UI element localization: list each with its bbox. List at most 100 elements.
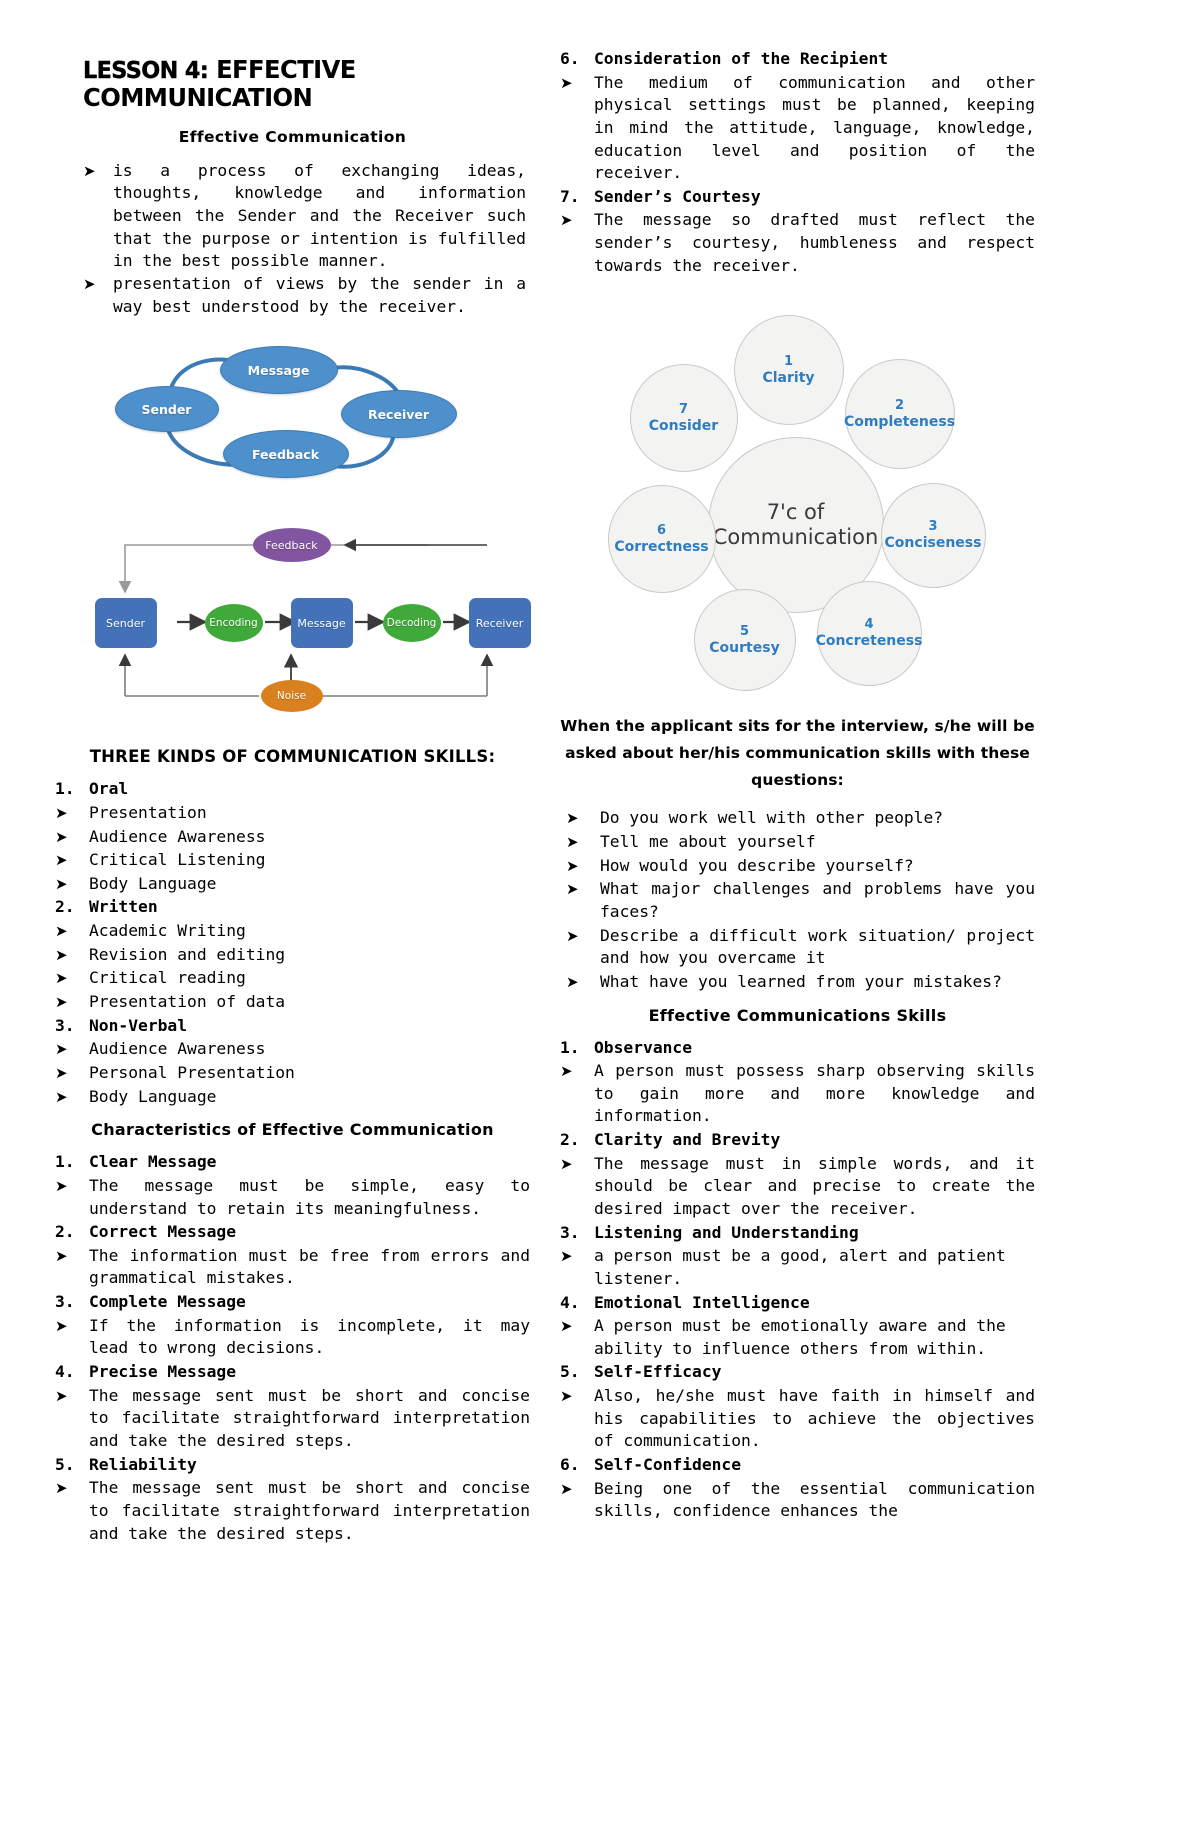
list-item-number: 2.Correct Message [55,1221,530,1244]
arrow-bullet-icon: ➤ [55,1040,68,1059]
left-column: LESSON 4: EFFECTIVE COMMUNICATION Effect… [55,48,531,1835]
arrow-bullet-icon: ➤ [55,827,68,846]
list-item: ➤The message so drafted must reflect the… [560,209,1035,277]
list-item-number: 3.Complete Message [55,1291,530,1314]
list-item-text: Tell me about yourself [600,832,816,852]
list-item: ➤ Critical Listening [55,849,530,872]
arrow-bullet-icon: ➤ [55,993,68,1012]
continued-points-list: 6. Consideration of the Recipient ➤The me… [560,48,1035,277]
list-item: ➤What have you learned from your mistake… [566,971,1035,994]
seven-cs-bubble-correctness: 6 Correctness [607,485,716,594]
seven-cs-bubble-consider: 7 Consider [629,364,738,473]
bubble-number: 7 [678,401,689,417]
flow-node-decoding: Decoding [382,604,441,643]
list-marker: 2. [55,897,75,917]
list-item: ➤ The information must be free from error… [55,1245,530,1290]
list-marker: 3. [55,1015,75,1035]
list-item-text: Critical Listening [89,850,266,870]
section-heading-effective-communication: Effective Communication [178,127,407,146]
effective-communications-skills-heading: Effective Communications Skills [648,1005,947,1025]
arrow-bullet-icon: ➤ [55,1386,68,1405]
list-item-text: If the information is incomplete, it may… [89,1315,530,1358]
bubble-label: Completeness [843,413,956,430]
bubble-label: Clarity [762,369,815,386]
page-title: LESSON 4: EFFECTIVE COMMUNICATION [83,56,517,112]
cycle-node-feedback: Feedback [222,430,349,479]
list-item: ➤How would you describe yourself? [566,855,1035,878]
arrow-bullet-icon: ➤ [83,275,96,293]
list-item-text: Complete Message [89,1292,246,1312]
communication-cycle-diagram: Message Sender Receiver Feedback [93,346,493,496]
list-item-text: The message must be simple, easy to unde… [89,1175,530,1218]
list-item-text: The information must be free from errors… [89,1245,530,1288]
list-marker: 2. [560,1130,580,1150]
center-line-1: 7'c of [766,499,825,524]
list-item-text: What major challenges and problems have … [600,879,1035,921]
seven-cs-bubble-courtesy: 5 Courtesy [693,589,796,692]
list-item: ➤Presentation [55,802,530,825]
cycle-node-sender: Sender [114,386,219,433]
list-item: ➤The message must in simple words, and i… [560,1153,1035,1221]
seven-cs-bubble-completeness: 2 Completeness [843,359,956,470]
list-item: ➤ A person must be emotionally aware and … [560,1315,1035,1360]
list-item-text: Also, he/she must have faith in himself … [594,1386,1035,1451]
page-title-lead: LESSON 4: [83,58,209,84]
list-item-number: 1.Observance [560,1037,1035,1060]
list-item-text: Precise Message [89,1362,237,1382]
list-item: ➤ The message sent must be short and conc… [55,1477,530,1545]
arrow-bullet-icon: ➤ [566,833,579,852]
list-item: ➤Being one of the essential communicatio… [560,1478,1035,1523]
arrow-bullet-icon: ➤ [560,1062,573,1081]
list-item: ➤Presentation of data [55,991,530,1014]
arrow-bullet-icon: ➤ [55,1246,68,1265]
list-marker: 5. [55,1454,75,1474]
list-item-text: Describe a difficult work situation/ pro… [600,925,1035,968]
list-item-text: Emotional Intelligence [594,1292,810,1312]
effective-skills-list: 1.Observance ➤A person must possess shar… [560,1037,1035,1523]
list-item-text: Personal Presentation [89,1062,295,1082]
arrow-bullet-icon: ➤ [560,1317,573,1336]
list-item-text: Oral [89,779,129,799]
list-item-text: Academic Writing [89,921,246,941]
list-item: ➤Do you work well with other people? [566,807,1035,830]
list-item: ➤Academic Writing [55,920,530,943]
list-item-text: Listening and Understanding [594,1222,859,1242]
list-item: ➤A person must possess sharp observing s… [560,1060,1035,1128]
list-item-text: Non-Verbal [89,1015,188,1035]
flow-node-noise: Noise [260,680,323,713]
list-item-number: 7.Sender’s Courtesy [560,186,1035,209]
list-marker: 3. [560,1222,580,1242]
communication-process-flow-diagram: Feedback Sender Encoding Message Decodin… [83,510,531,735]
right-column: 6.Consideration of the Recipient ➤The me… [560,48,1035,1835]
flow-node-message: Message [290,598,353,649]
list-item: ➤Audience Awareness [55,1038,530,1061]
arrow-bullet-icon: ➤ [55,1479,68,1498]
bubble-number: 1 [783,353,794,369]
list-item-text: How would you describe yourself? [600,855,914,875]
seven-cs-of-communication-diagram: 7'c of Communication 1 Clarity 2 Complet… [598,307,998,697]
list-item-text: A person must be emotionally aware and t… [594,1316,1006,1358]
arrow-bullet-icon: ➤ [55,851,68,870]
seven-cs-bubble-conciseness: 3 Conciseness [880,483,986,589]
arrow-bullet-icon: ➤ [560,1479,573,1498]
list-item-text: Sender’s Courtesy [594,186,761,206]
list-item: ➤ Tell me about yourself [566,831,1035,854]
list-item-text: Self-Confidence [594,1455,742,1475]
list-item-text: The message sent must be short and conci… [89,1478,530,1543]
list-item-text: The medium of communication and other ph… [594,72,1035,183]
flow-node-feedback: Feedback [252,528,331,563]
list-item-text: Revision and editing [89,944,286,964]
list-item-text: The message must in simple words, and it… [594,1153,1035,1218]
list-marker: 1. [560,1037,580,1057]
list-item-text: Body Language [89,873,217,893]
list-marker: 6. [560,49,580,68]
list-item-text: Written [89,897,158,917]
list-item-number: 2. Written [55,896,530,919]
list-item-text: presentation of views by the sender in a… [113,274,526,316]
list-item: ➤If the information is incomplete, it ma… [55,1315,530,1360]
list-item-text: Consideration of the Recipient [594,49,889,68]
list-item: ➤Describe a difficult work situation/ pr… [566,925,1035,970]
list-marker: 2. [55,1222,75,1242]
list-item-text: Do you work well with other people? [600,808,944,828]
